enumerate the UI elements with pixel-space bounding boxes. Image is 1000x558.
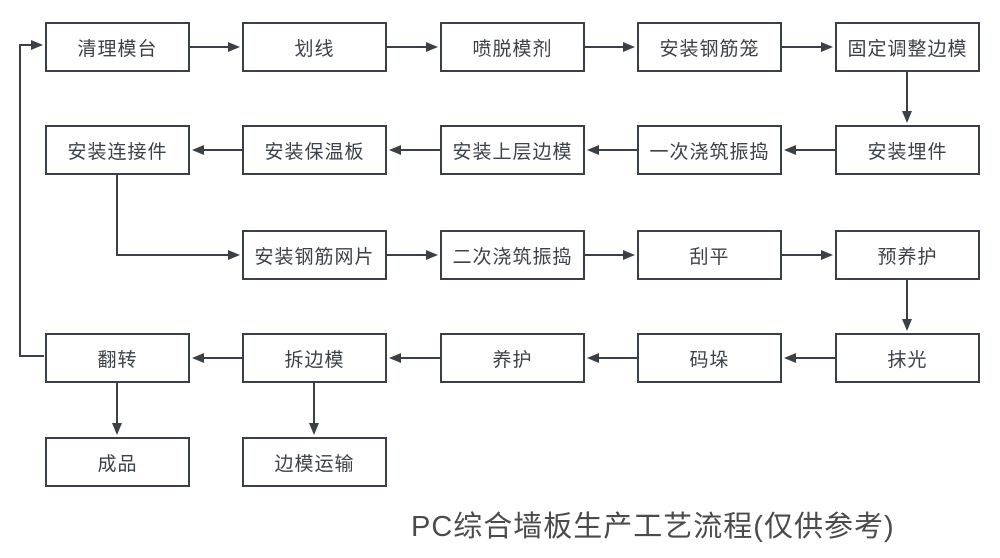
node-install-insulation-board: 安装保温板 (242, 125, 387, 175)
node-label: 安装连接件 (67, 141, 168, 163)
node-label: 抹光 (887, 349, 928, 371)
node-fix-adjust-side-forms: 固定调整边模 (835, 22, 980, 72)
node-install-rebar-mesh: 安装钢筋网片 (242, 230, 387, 280)
node-flip: 翻转 (45, 333, 190, 383)
node-label: 二次浇筑振捣 (452, 246, 573, 268)
node-install-embedded-parts: 安装埋件 (835, 125, 980, 175)
node-screed-level: 刮平 (637, 230, 782, 280)
node-label: 安装保温板 (264, 141, 365, 163)
node-label: 安装埋件 (867, 141, 948, 163)
node-label: 一次浇筑振捣 (649, 141, 770, 163)
node-curing: 养护 (440, 333, 585, 383)
node-label: 安装上层边模 (452, 141, 573, 163)
node-label: 翻转 (97, 349, 138, 371)
node-label: 固定调整边模 (847, 38, 968, 60)
node-label: 划线 (294, 38, 335, 60)
node-marking: 划线 (242, 22, 387, 72)
diagram-title: PC综合墙板生产工艺流程(仅供参考) (411, 511, 895, 543)
node-install-connectors: 安装连接件 (45, 125, 190, 175)
node-side-form-transport: 边模运输 (242, 437, 387, 487)
node-label: 养护 (492, 349, 533, 371)
edge-install-connectors-to-install-rebar-mesh-arrow (116, 175, 240, 260)
node-label: 拆边模 (284, 349, 345, 371)
node-label: 喷脱模剂 (472, 38, 553, 60)
node-label: 清理模台 (77, 38, 158, 60)
edge-flip-to-clean-mold-table-loop-arrow (19, 40, 44, 357)
node-label: 码垛 (689, 349, 730, 371)
node-label: 安装钢筋网片 (254, 246, 375, 268)
node-install-upper-side-forms: 安装上层边模 (440, 125, 585, 175)
node-second-pour-vibrate: 二次浇筑振捣 (440, 230, 585, 280)
node-first-pour-vibrate: 一次浇筑振捣 (637, 125, 782, 175)
node-install-rebar-cage: 安装钢筋笼 (637, 22, 782, 72)
node-clean-mold-table: 清理模台 (45, 22, 190, 72)
node-label: 成品 (97, 453, 138, 475)
node-remove-side-forms: 拆边模 (242, 333, 387, 383)
node-label: 安装钢筋笼 (659, 38, 760, 60)
node-label: 边模运输 (274, 453, 355, 475)
node-label: 刮平 (689, 246, 730, 268)
node-finished-product: 成品 (45, 437, 190, 487)
node-spray-release-agent: 喷脱模剂 (440, 22, 585, 72)
node-stacking: 码垛 (637, 333, 782, 383)
node-trowel-polish: 抹光 (835, 333, 980, 383)
node-label: 预养护 (877, 246, 938, 268)
node-pre-curing: 预养护 (835, 230, 980, 280)
